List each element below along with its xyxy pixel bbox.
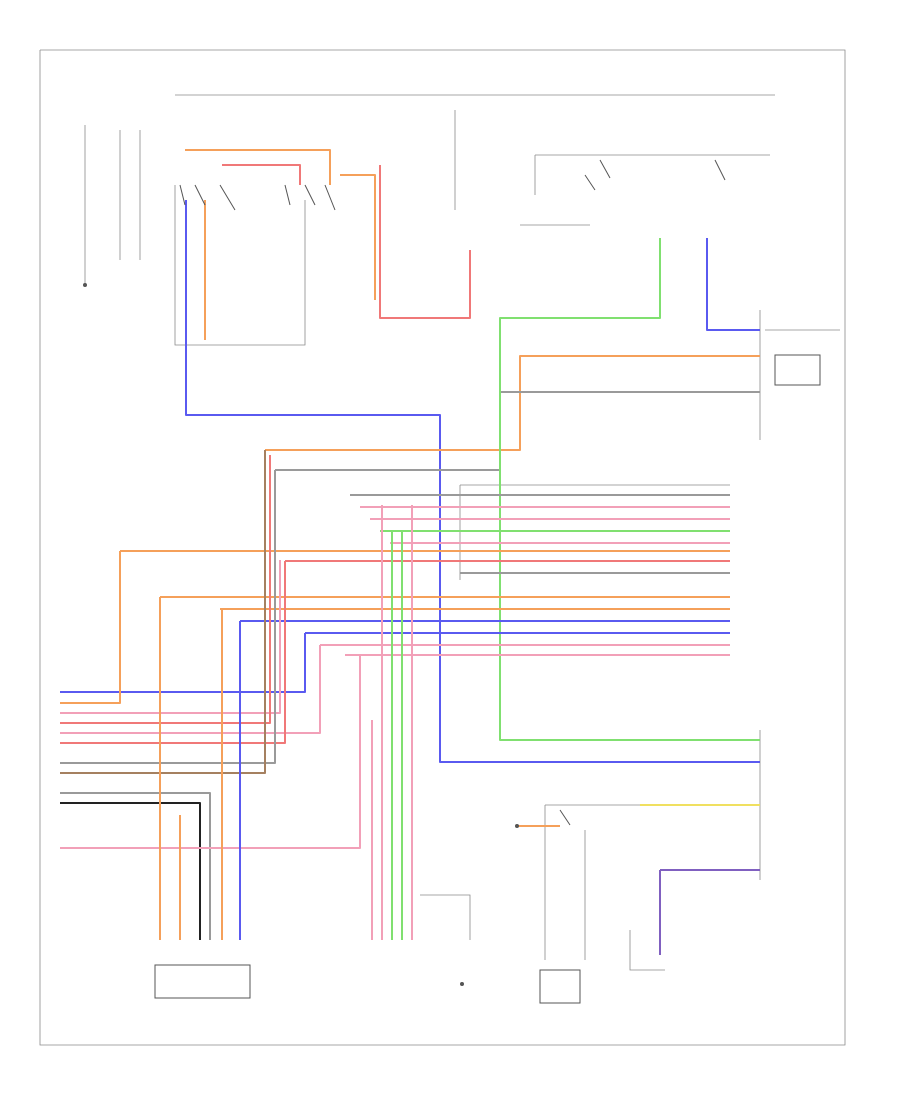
relay-switch-2	[284, 184, 336, 211]
relay-switch-1	[179, 184, 236, 211]
wire-blue-22	[60, 633, 306, 693]
wire-gray-28	[60, 470, 276, 764]
thin-line-14	[420, 894, 471, 940]
thin-line-0	[39, 49, 846, 1046]
connector-dot-1	[515, 824, 519, 828]
wire-red-4	[379, 165, 471, 319]
colored-wires	[60, 149, 760, 955]
switch-symbols	[83, 159, 726, 986]
wire-red-25	[60, 455, 271, 724]
wire-red-27	[60, 561, 286, 744]
wire-green-6	[499, 238, 760, 741]
thin-line-5	[174, 185, 306, 346]
wire-orange-23	[60, 551, 121, 704]
component-comp2	[539, 969, 581, 1004]
connector-dot-3	[83, 283, 87, 287]
wire-brown-29	[60, 450, 266, 774]
component-relay1	[774, 354, 821, 386]
wire-pink-24	[60, 560, 281, 714]
component-comp1	[154, 964, 251, 999]
frame-and-ground-lines	[39, 49, 846, 1046]
wire-pink-26	[60, 645, 321, 734]
switch-contact-b	[559, 809, 571, 826]
wire-blue-0	[185, 200, 760, 763]
wire-black-31	[60, 802, 201, 940]
wire-orange-5	[340, 174, 376, 300]
wire-orange-2	[265, 355, 760, 451]
thin-line-18	[629, 930, 665, 971]
wire-red-46	[222, 164, 301, 185]
wire-gray-30	[60, 792, 211, 940]
wire-orange-47	[185, 149, 331, 185]
components	[154, 354, 821, 1004]
connector-dot-2	[460, 982, 464, 986]
switch-contact-a	[584, 159, 726, 191]
wire-blue-7	[706, 238, 760, 331]
